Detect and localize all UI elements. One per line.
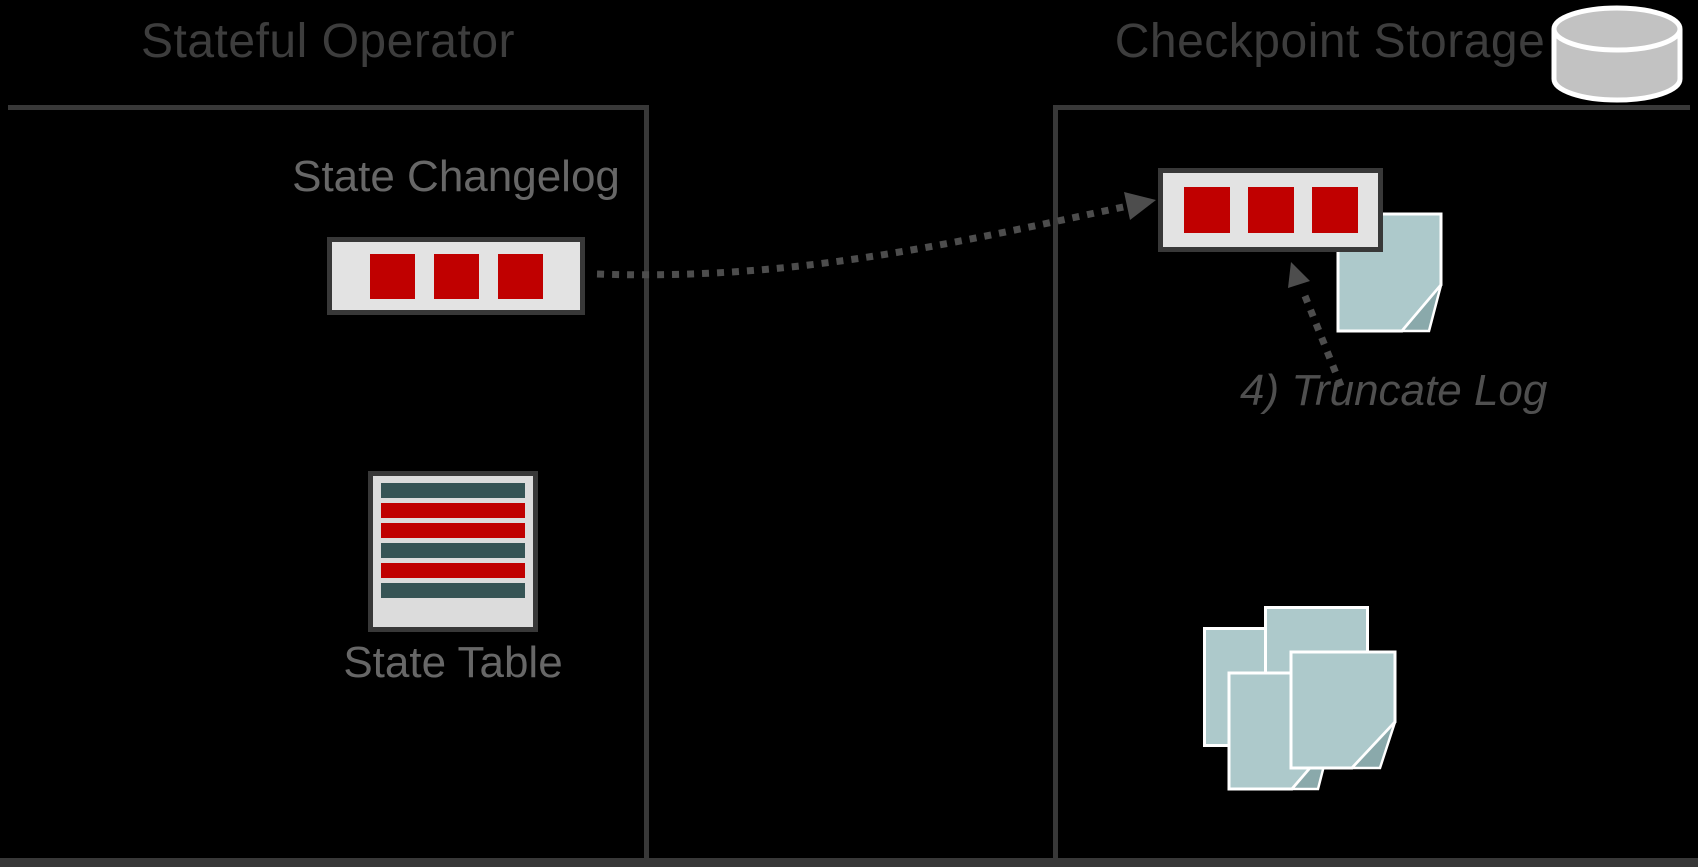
stateful-operator-panel xyxy=(8,105,649,867)
table-row xyxy=(381,523,525,538)
changelog-segment xyxy=(433,253,479,299)
cylinder-top xyxy=(1551,5,1683,53)
checkpoint-changelog-bar xyxy=(1158,168,1383,252)
state-table-label: State Table xyxy=(343,638,563,687)
changelog-segment xyxy=(497,253,543,299)
changelog-segment xyxy=(1247,187,1294,233)
changelog-segment xyxy=(369,253,415,299)
page-fold xyxy=(1399,284,1443,333)
state-changelog-bar xyxy=(327,237,585,315)
state-table-rows xyxy=(373,476,533,598)
page-icon xyxy=(1289,650,1397,770)
table-row xyxy=(381,543,525,558)
database-cylinder-icon xyxy=(1551,5,1683,103)
checkpoint-storage-panel xyxy=(1053,105,1690,867)
table-row xyxy=(381,483,525,498)
table-row xyxy=(381,563,525,578)
changelog-to-storage-arrow xyxy=(596,202,1129,279)
changelog-segment xyxy=(1183,187,1230,233)
state-table xyxy=(368,471,538,632)
bottom-divider xyxy=(0,858,1698,867)
truncate-log-annotation: 4) Truncate Log xyxy=(1240,366,1548,415)
table-row xyxy=(381,583,525,598)
stateful-operator-title: Stateful Operator xyxy=(140,15,516,68)
page-fold xyxy=(1349,721,1397,770)
table-row xyxy=(381,503,525,518)
checkpoint-storage-title: Checkpoint Storage xyxy=(1114,15,1546,68)
state-changelog-label: State Changelog xyxy=(292,152,620,201)
changelog-segment xyxy=(1311,187,1358,233)
